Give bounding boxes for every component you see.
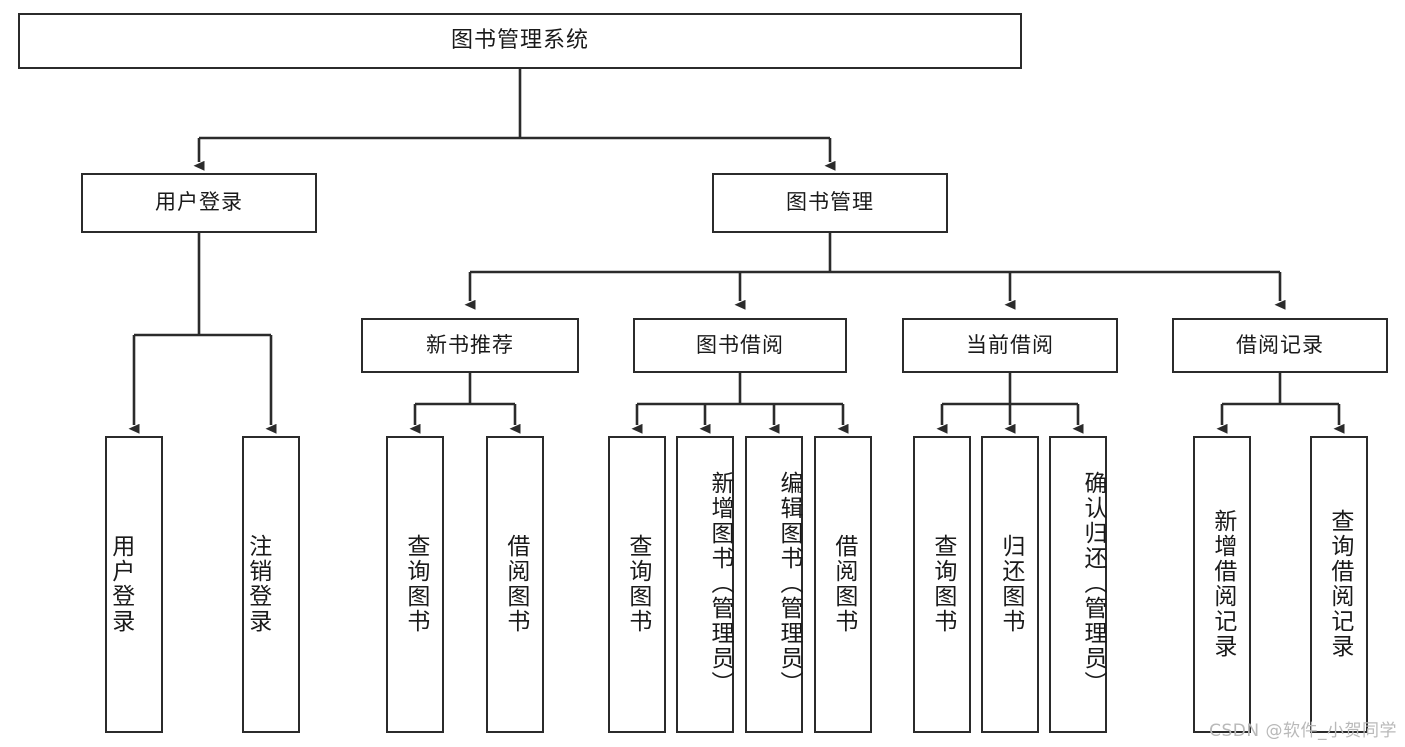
leaf-query-book-current[interactable]: 查询图书 xyxy=(913,436,971,733)
node-user-login[interactable]: 用户登录 xyxy=(81,173,317,233)
leaf-label: 查询图书 xyxy=(402,533,429,634)
leaf-label: 查询图书 xyxy=(929,533,956,634)
leaf-user-logout[interactable]: 注销登录 xyxy=(242,436,300,733)
leaf-query-book-borrow[interactable]: 查询图书 xyxy=(608,436,666,733)
node-book-management[interactable]: 图书管理 xyxy=(712,173,948,233)
leaf-label: 确认归还（管理员） xyxy=(1080,471,1106,696)
leaf-label: 借阅图书 xyxy=(502,533,529,634)
node-current-borrow[interactable]: 当前借阅 xyxy=(902,318,1118,373)
leaf-add-book-admin[interactable]: 新增图书（管理员） xyxy=(676,436,734,733)
leaf-label: 编辑图书（管理员） xyxy=(776,471,802,696)
node-root-system[interactable]: 图书管理系统 xyxy=(18,13,1022,69)
leaf-add-borrow-record[interactable]: 新增借阅记录 xyxy=(1193,436,1251,733)
leaf-query-borrow-record[interactable]: 查询借阅记录 xyxy=(1310,436,1368,733)
leaf-label: 用户登录 xyxy=(107,533,134,634)
leaf-return-book[interactable]: 归还图书 xyxy=(981,436,1039,733)
leaf-user-login[interactable]: 用户登录 xyxy=(105,436,163,733)
node-borrow-record[interactable]: 借阅记录 xyxy=(1172,318,1388,373)
leaf-label: 查询借阅记录 xyxy=(1326,508,1353,659)
leaf-label: 注销登录 xyxy=(244,533,271,634)
leaf-label: 查询图书 xyxy=(624,533,651,634)
leaf-borrow-book-new[interactable]: 借阅图书 xyxy=(486,436,544,733)
leaf-label: 借阅图书 xyxy=(830,533,857,634)
leaf-query-book-new[interactable]: 查询图书 xyxy=(386,436,444,733)
leaf-borrow-book[interactable]: 借阅图书 xyxy=(814,436,872,733)
node-new-book-recommend[interactable]: 新书推荐 xyxy=(361,318,579,373)
leaf-label: 新增借阅记录 xyxy=(1209,508,1236,659)
leaf-confirm-return-admin[interactable]: 确认归还（管理员） xyxy=(1049,436,1107,733)
node-book-borrow[interactable]: 图书借阅 xyxy=(633,318,847,373)
leaf-label: 归还图书 xyxy=(997,533,1024,634)
leaf-edit-book-admin[interactable]: 编辑图书（管理员） xyxy=(745,436,803,733)
leaf-label: 新增图书（管理员） xyxy=(707,471,733,696)
